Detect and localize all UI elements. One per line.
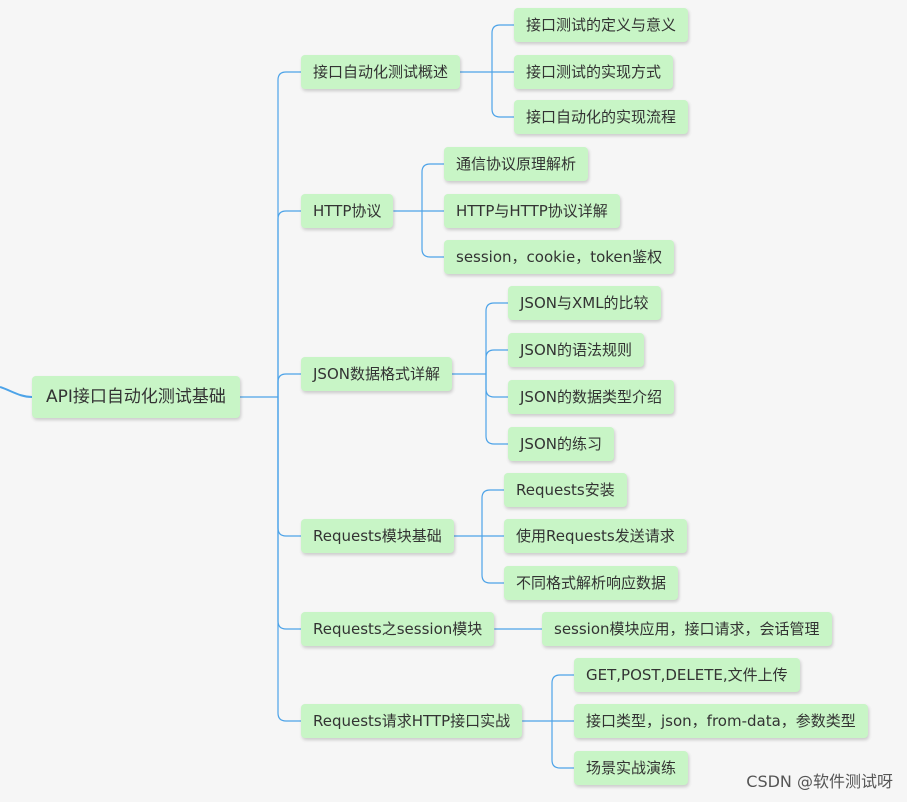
leaf-label: 通信协议原理解析 [456,154,577,173]
connector-line [0,386,33,398]
connector-line [485,374,508,398]
connector-line [491,72,514,118]
connector-line [421,211,444,258]
root-node[interactable]: API接口自动化测试基础 [32,376,240,418]
branch-label: Requests模块基础 [313,526,442,545]
branch-label: 接口自动化测试概述 [313,62,449,81]
leaf-label: 不同格式解析响应数据 [516,573,667,592]
leaf-label: JSON的数据类型介绍 [520,387,662,406]
connector-line [277,71,301,397]
leaf-node[interactable]: JSON的数据类型介绍 [508,380,674,414]
leaf-label: 接口测试的定义与意义 [526,15,677,34]
connector-line [277,397,301,537]
connector-line [485,302,508,374]
branch-node[interactable]: JSON数据格式详解 [301,357,452,391]
branch-node[interactable]: Requests之session模块 [301,612,495,646]
leaf-node[interactable]: 通信协议原理解析 [444,147,589,181]
leaf-node[interactable]: 接口测试的实现方式 [514,55,674,89]
leaf-label: 接口自动化的实现流程 [526,107,677,126]
leaf-node[interactable]: session模块应用，接口请求，会话管理 [542,612,832,646]
connector-line [551,721,574,769]
branch-node[interactable]: Requests请求HTTP接口实战 [301,704,523,738]
connector-line [277,210,301,397]
leaf-label: session模块应用，接口请求，会话管理 [554,619,820,638]
connector-line [277,397,301,630]
leaf-label: JSON与XML的比较 [520,293,649,312]
leaf-node[interactable]: 接口自动化的实现流程 [514,100,689,134]
leaf-node[interactable]: 接口测试的定义与意义 [514,8,689,42]
leaf-node[interactable]: JSON的练习 [508,427,614,461]
leaf-label: GET,POST,DELETE,文件上传 [586,665,788,684]
leaf-node[interactable]: 接口类型，json，from-data，参数类型 [574,704,868,738]
leaf-label: 使用Requests发送请求 [516,526,675,545]
connector-line [421,163,444,211]
leaf-node[interactable]: session，cookie，token鉴权 [444,240,675,274]
leaf-label: 接口类型，json，from-data，参数类型 [586,711,856,730]
leaf-node[interactable]: GET,POST,DELETE,文件上传 [574,658,800,692]
branch-label: JSON数据格式详解 [313,364,440,383]
branch-node[interactable]: 接口自动化测试概述 [301,55,461,89]
connector-line [485,374,508,445]
branch-label: Requests请求HTTP接口实战 [313,711,511,730]
leaf-node[interactable]: HTTP与HTTP协议详解 [444,194,620,228]
branch-label: HTTP协议 [313,201,382,220]
connector-line [481,489,504,536]
connector-line [277,397,301,722]
leaf-label: Requests安装 [516,480,615,499]
leaf-label: 场景实战演练 [586,758,677,777]
leaf-label: JSON的语法规则 [520,340,632,359]
leaf-label: HTTP与HTTP协议详解 [456,201,608,220]
branch-label: Requests之session模块 [313,619,483,638]
connector-line [551,674,574,721]
leaf-node[interactable]: 不同格式解析响应数据 [504,566,679,600]
leaf-label: JSON的练习 [520,434,602,453]
branch-node[interactable]: Requests模块基础 [301,519,454,553]
leaf-node[interactable]: JSON与XML的比较 [508,286,661,320]
leaf-node[interactable]: 使用Requests发送请求 [504,519,687,553]
connector-line [481,536,504,584]
leaf-node[interactable]: 场景实战演练 [574,751,689,785]
leaf-node[interactable]: JSON的语法规则 [508,333,644,367]
watermark-text: CSDN @软件测试呀 [746,772,893,791]
connector-line [277,373,301,397]
connector-line [485,349,508,374]
leaf-label: session，cookie，token鉴权 [456,247,663,266]
root-label: API接口自动化测试基础 [46,386,226,407]
leaf-label: 接口测试的实现方式 [526,62,662,81]
leaf-node[interactable]: Requests安装 [504,473,627,507]
branch-node[interactable]: HTTP协议 [301,194,394,228]
connector-line [491,24,514,72]
